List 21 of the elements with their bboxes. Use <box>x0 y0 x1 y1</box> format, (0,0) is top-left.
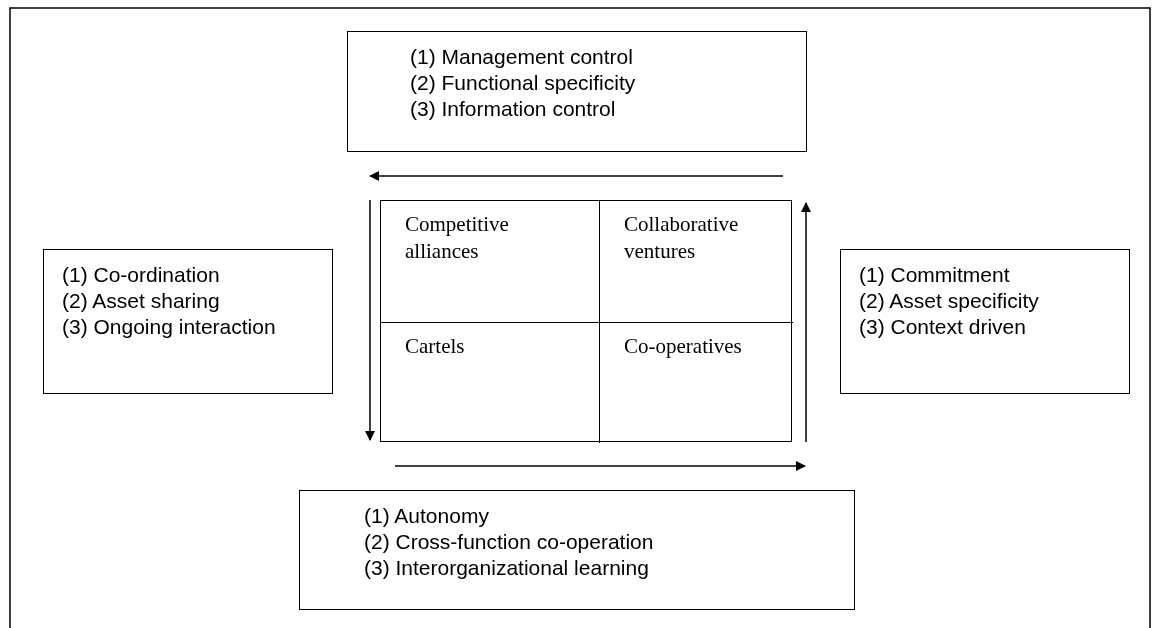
numbered-item: (3) Ongoing interaction <box>62 314 277 340</box>
quadrant-label: Co-operatives <box>624 333 743 360</box>
quadrant-label: Cartels <box>405 333 466 360</box>
numbered-item: (3) Information control <box>410 96 617 122</box>
numbered-item: (2) Asset sharing <box>62 288 221 314</box>
quadrant-label: Competitive alliances <box>405 211 510 265</box>
matrix-box <box>380 200 792 442</box>
numbered-item: (2) Cross-function co-operation <box>364 529 655 555</box>
numbered-item: (1) Commitment <box>859 262 1011 288</box>
numbered-item: (3) Interorganizational learning <box>364 555 650 581</box>
numbered-item: (2) Asset specificity <box>859 288 1040 314</box>
text-box <box>840 249 1130 394</box>
numbered-item: (1) Management control <box>410 44 634 70</box>
text-box <box>299 490 855 610</box>
text-box <box>43 249 333 394</box>
text-box <box>347 31 807 152</box>
numbered-item: (3) Context driven <box>859 314 1027 340</box>
numbered-item: (2) Functional specificity <box>410 70 637 96</box>
quadrant-label: Collaborative ventures <box>624 211 740 265</box>
numbered-item: (1) Autonomy <box>364 503 490 529</box>
numbered-item: (1) Co-ordination <box>62 262 221 288</box>
